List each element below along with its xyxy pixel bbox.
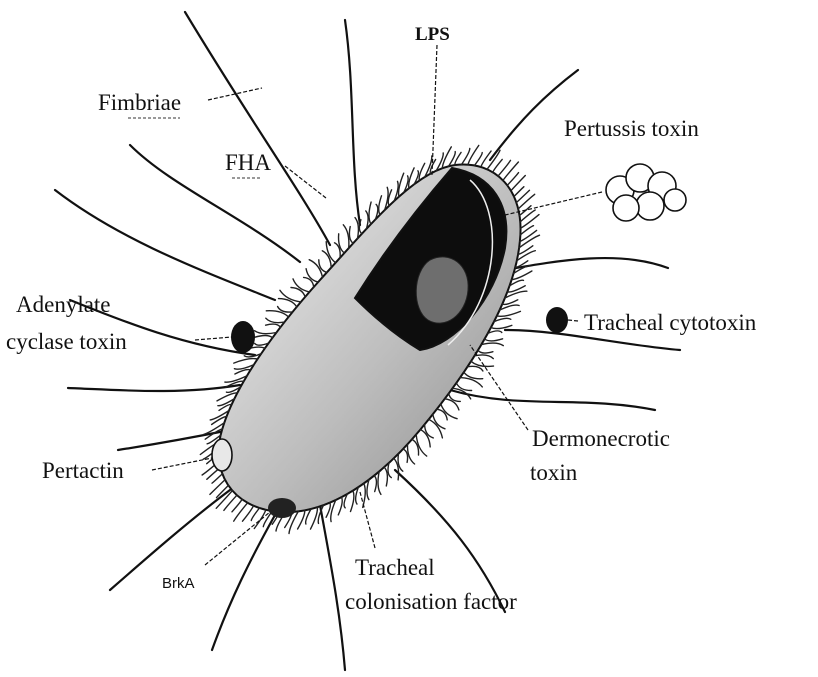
- fimbria: [345, 20, 360, 225]
- surface-hair: [521, 215, 540, 229]
- label-lps: LPS: [415, 24, 450, 45]
- surface-hair: [481, 343, 503, 346]
- fimbria: [130, 145, 300, 262]
- surface-hair: [367, 480, 369, 500]
- leader-dermonecrotic: [470, 345, 528, 430]
- surface-hair: [493, 159, 502, 172]
- surface-hair: [369, 202, 371, 224]
- surface-hair: [388, 463, 391, 478]
- surface-hair: [433, 414, 445, 429]
- surface-hair: [511, 176, 525, 191]
- surface-hair: [306, 269, 318, 282]
- surface-hair: [251, 508, 259, 521]
- label-brka: BrkA: [162, 575, 195, 592]
- surface-hair: [407, 444, 414, 464]
- surface-hair: [478, 350, 493, 353]
- surface-hair: [379, 196, 382, 215]
- surface-hair: [420, 430, 430, 447]
- surface-hair: [278, 307, 293, 313]
- brka-protein: [268, 498, 296, 518]
- surface-hair: [374, 476, 376, 492]
- surface-hair: [503, 162, 518, 180]
- surface-hair: [497, 311, 521, 316]
- surface-hair: [359, 220, 362, 234]
- surface-hair: [293, 279, 309, 292]
- pertussis-toxin-molecule: [606, 164, 686, 221]
- surface-hair: [280, 290, 301, 302]
- surface-hair: [485, 339, 503, 341]
- surface-hair: [517, 251, 536, 261]
- surface-hair: [331, 500, 336, 521]
- label-tracheal-cytotoxin: Tracheal cytotoxin: [584, 310, 757, 335]
- surface-hair: [322, 251, 331, 268]
- tracheal-cytotoxin-molecule: [546, 307, 568, 333]
- surface-hair: [212, 474, 222, 483]
- leader-fimbriae: [208, 88, 262, 100]
- adenylate-cyclase-toxin-molecule: [231, 321, 255, 353]
- surface-hair: [338, 497, 342, 515]
- leader-adenylate: [195, 337, 232, 340]
- surface-hair: [475, 153, 483, 166]
- surface-hair: [349, 227, 353, 244]
- surface-hair: [425, 425, 434, 438]
- surface-hair: [520, 230, 537, 241]
- fimbria: [320, 505, 345, 670]
- surface-hair: [518, 194, 535, 209]
- surface-hair: [355, 218, 358, 239]
- fimbria: [450, 390, 655, 410]
- surface-hair: [378, 471, 381, 494]
- surface-hair: [514, 187, 524, 197]
- label-pertussis-toxin: Pertussis toxin: [564, 116, 699, 141]
- surface-hair: [255, 335, 273, 337]
- surface-hair: [291, 288, 305, 297]
- fimbria: [505, 258, 668, 270]
- label-colonisation-factor: colonisation factor: [345, 589, 517, 614]
- label-fimbriae: Fimbriae: [98, 90, 181, 115]
- surface-hair: [311, 507, 318, 529]
- surface-hair: [437, 409, 447, 420]
- surface-hair: [255, 331, 277, 334]
- surface-hair: [455, 152, 461, 165]
- surface-hair: [384, 467, 387, 486]
- fimbria: [68, 385, 240, 391]
- label-dermonecrotic-toxin: toxin: [530, 460, 578, 485]
- surface-hair: [232, 499, 242, 512]
- leader-pertussis: [505, 192, 602, 215]
- surface-hair: [403, 449, 408, 462]
- pertactin-protein: [212, 439, 232, 471]
- surface-hair: [366, 211, 368, 229]
- surface-hair: [298, 510, 305, 529]
- fimbria: [185, 12, 330, 245]
- leader-tracheal-colon: [360, 492, 375, 548]
- leader-lps: [432, 45, 437, 175]
- surface-hair: [519, 235, 539, 248]
- fimbria: [55, 190, 275, 300]
- surface-hair: [467, 366, 483, 371]
- surface-hair: [306, 509, 311, 524]
- label-fha: FHA: [225, 150, 271, 175]
- surface-hair: [210, 480, 225, 495]
- surface-hair: [343, 225, 349, 248]
- label-tracheal: Tracheal: [355, 555, 435, 580]
- surface-hair: [266, 318, 285, 322]
- fimbria: [490, 70, 578, 160]
- surface-hair: [491, 325, 512, 328]
- label-dermonecrotic: Dermonecrotic: [532, 426, 670, 451]
- leader-tracheal-cyto: [568, 320, 578, 321]
- surface-hair: [351, 491, 354, 512]
- fimbria: [212, 515, 275, 650]
- label-pertactin: Pertactin: [42, 458, 124, 483]
- label-cyclase-toxin: cyclase toxin: [6, 329, 127, 354]
- surface-hair: [266, 324, 281, 327]
- label-adenylate: Adenylate: [16, 292, 111, 317]
